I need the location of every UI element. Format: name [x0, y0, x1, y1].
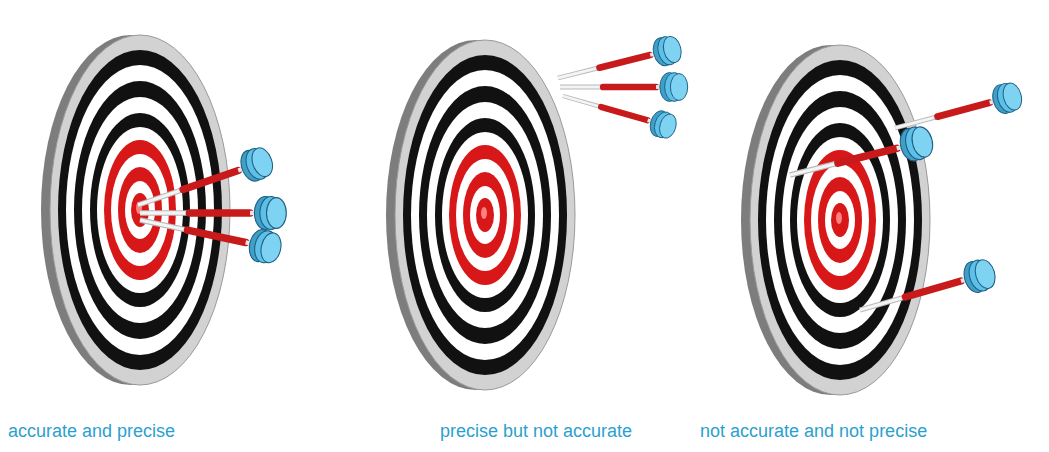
dart: [137, 204, 284, 266]
caption-label: accurate and precise: [8, 421, 175, 443]
caption-label: precise but not accurate: [440, 421, 632, 443]
caption-label: not accurate and not precise: [700, 421, 927, 443]
dartboard: [386, 40, 575, 390]
dart: [560, 73, 688, 102]
dart: [559, 83, 679, 141]
dart: [891, 80, 1025, 142]
dart: [856, 256, 999, 325]
dartboard: [741, 45, 930, 395]
dart: [786, 124, 936, 191]
